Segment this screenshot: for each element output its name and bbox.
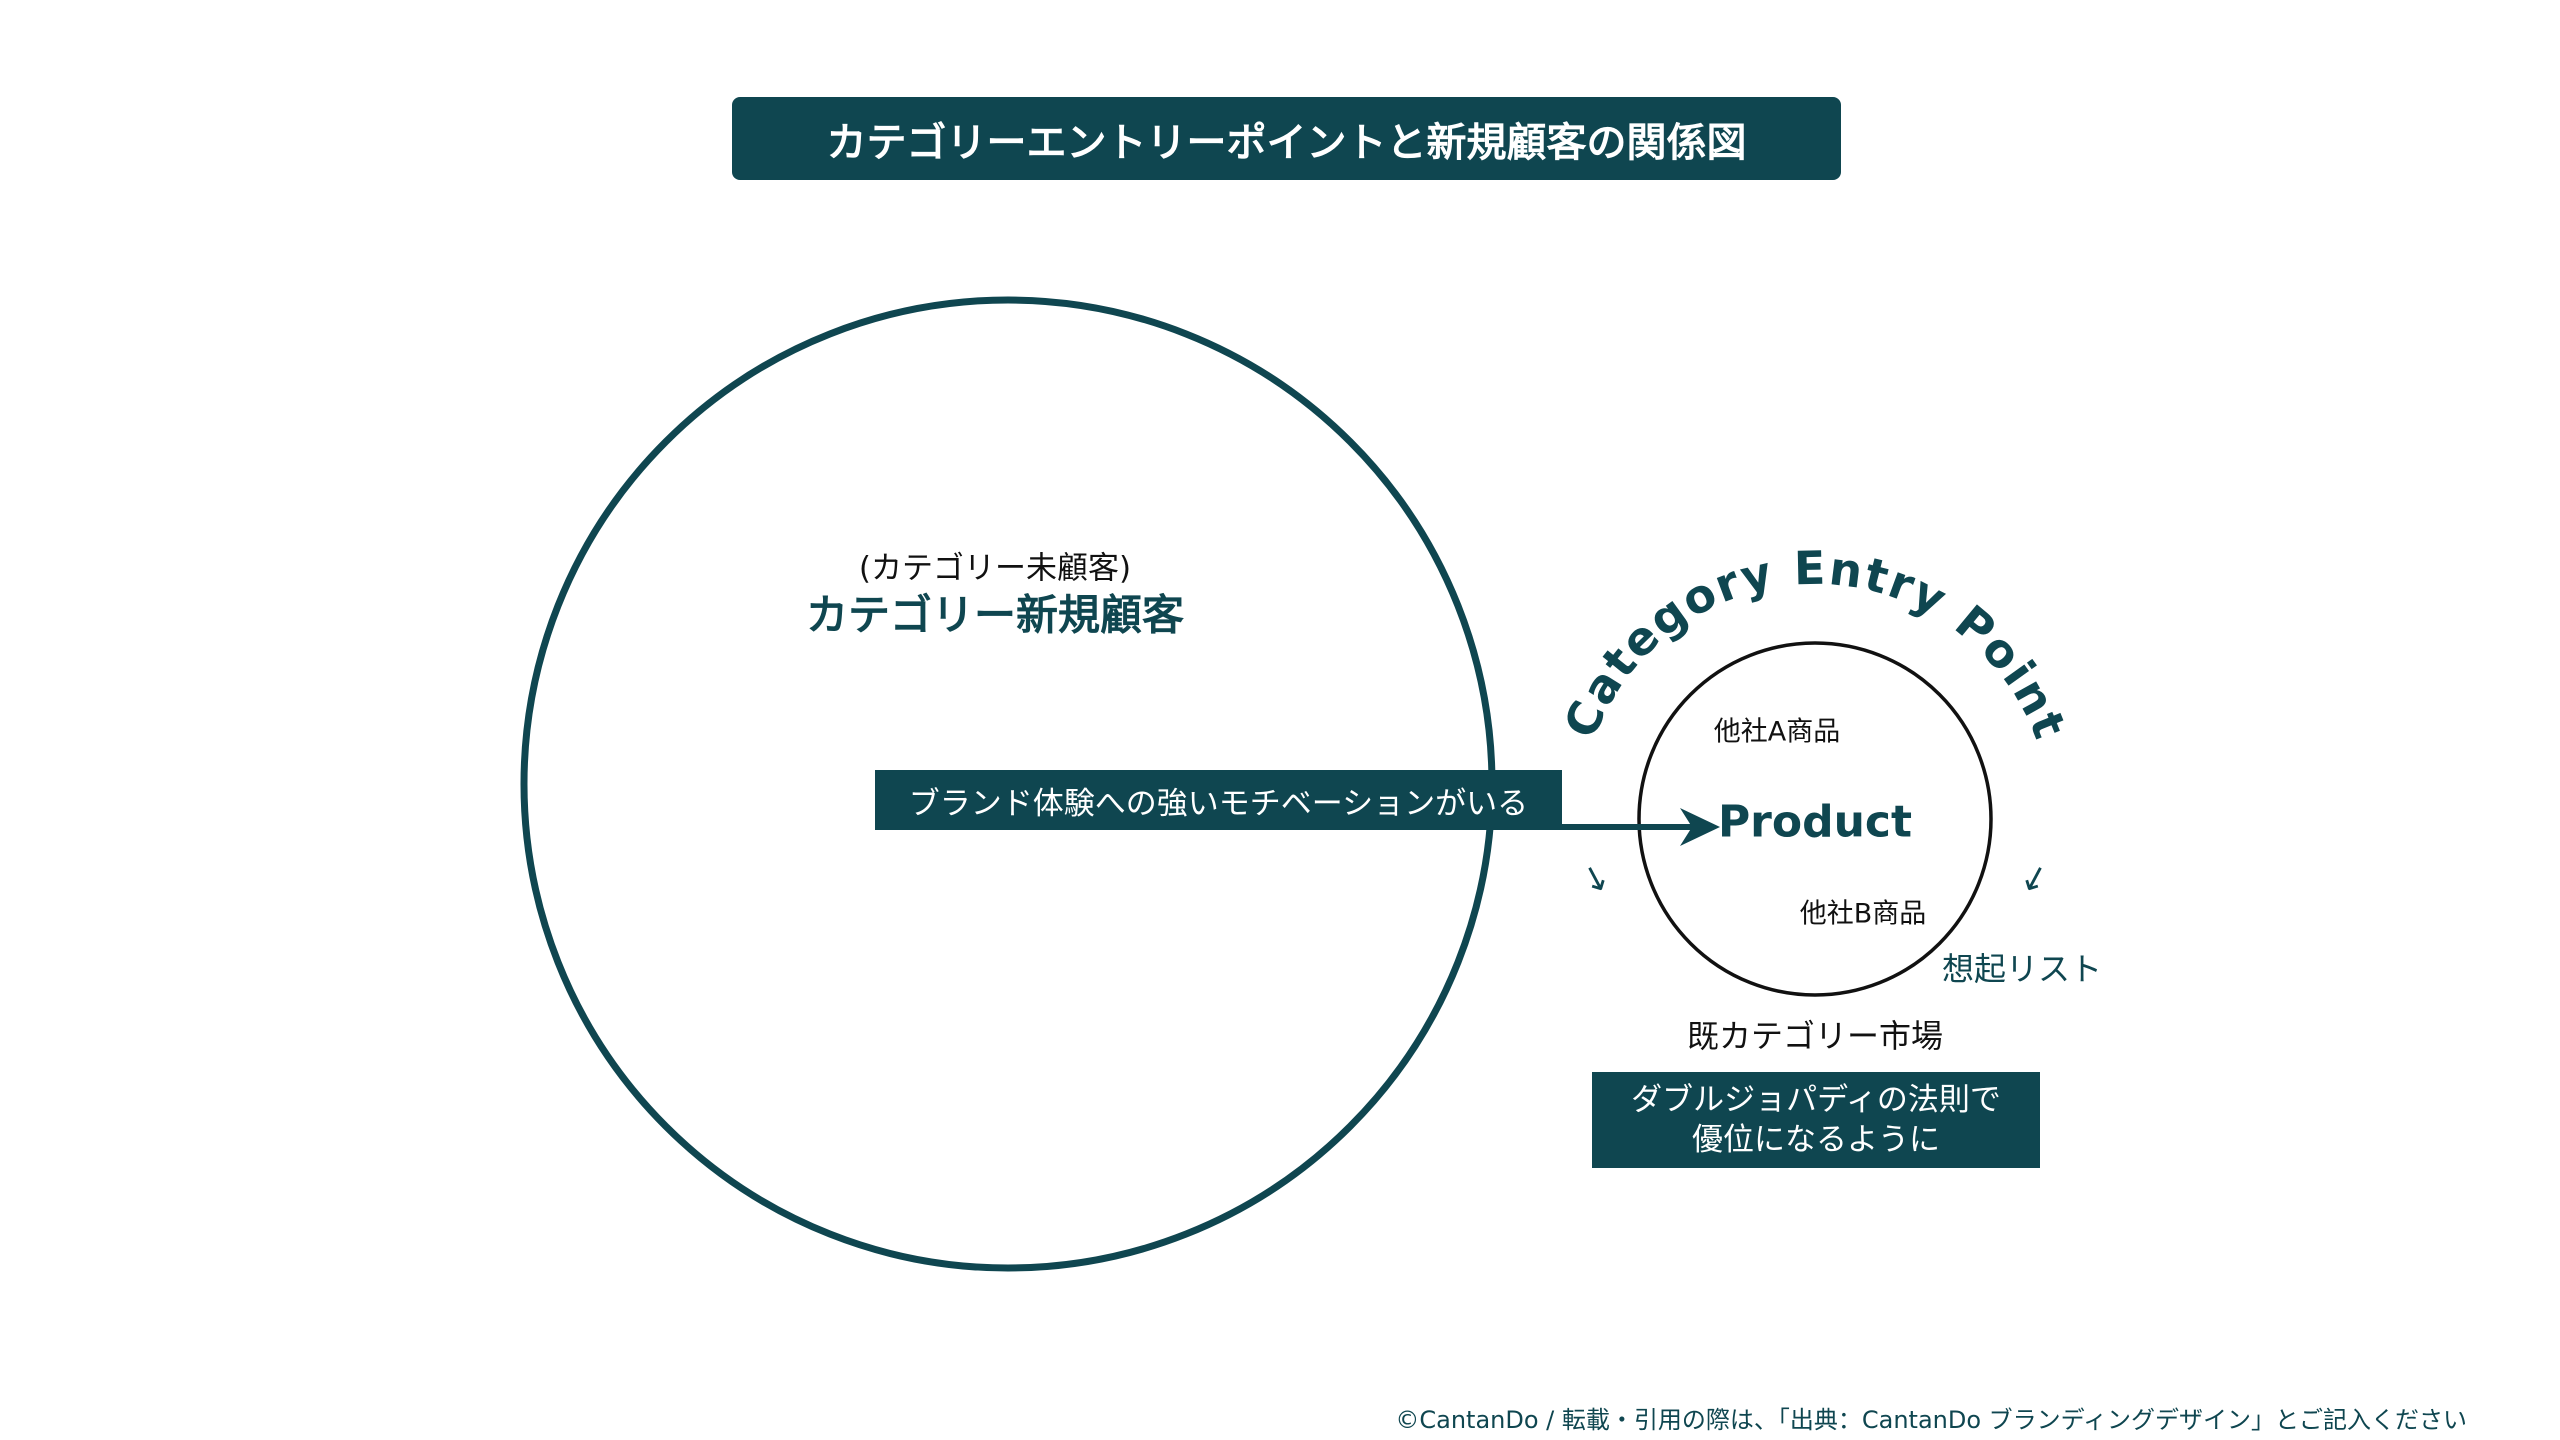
double-jeopardy-line1: ダブルジョパディの法則で (1631, 1082, 2001, 1118)
existing-market-label: 既カテゴリー市場 (1686, 1017, 1944, 1055)
motivation-banner: ブランド体験への強いモチベーションがいる (875, 770, 1562, 830)
arrow-head (1680, 808, 1720, 846)
category-new-customers-label: カテゴリー新規顧客 (805, 590, 1185, 640)
arc-label-glyph: n (1826, 541, 1865, 599)
double-jeopardy-line2: 優位になるように (1692, 1122, 1940, 1158)
recall-list-circle (1637, 641, 1993, 997)
arc-label-glyph: E (1793, 541, 1826, 596)
copyright-footer: ©CantanDo / 転載・引用の際は、「出典：CantanDo ブランディン… (1395, 1406, 2467, 1434)
competitor-b-label: 他社B商品 (1799, 898, 1927, 930)
uncategorized-customers-label: (カテゴリー未顧客) (858, 550, 1132, 587)
competitor-a-label: 他社A商品 (1713, 716, 1841, 748)
page-title: カテゴリーエントリーポイントと新規顧客の関係図 (732, 97, 1841, 180)
recall-list-label: 想起リスト (1941, 950, 2103, 988)
double-jeopardy-box: ダブルジョパディの法則で 優位になるように (1592, 1072, 2040, 1168)
product-label: Product (1717, 796, 1913, 848)
